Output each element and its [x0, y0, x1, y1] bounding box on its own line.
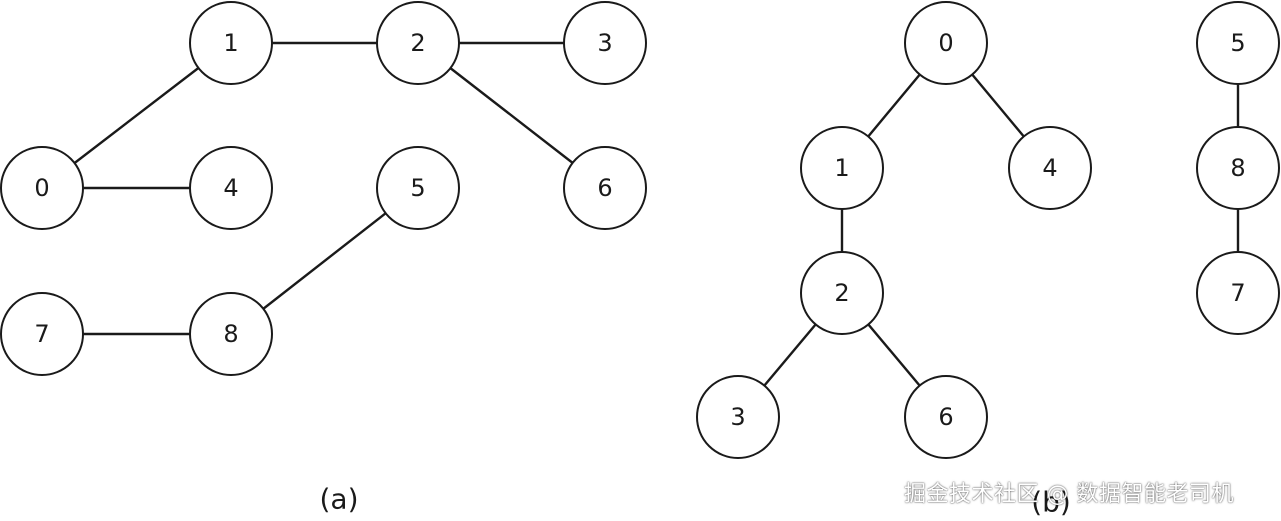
node-a7: 7 [0, 292, 84, 376]
node-b3: 3 [696, 375, 780, 459]
node-a4: 4 [189, 146, 273, 230]
node-label-a5: 5 [410, 174, 425, 202]
node-a6: 6 [563, 146, 647, 230]
caption-a: (a) [319, 483, 358, 516]
node-circle-b1 [800, 126, 884, 210]
watermark-text: 掘金技术社区 @ 数据智能老司机 [904, 482, 1234, 507]
node-circle-b4 [1008, 126, 1092, 210]
node-a0: 0 [0, 146, 84, 230]
node-circle-a0 [0, 146, 84, 230]
node-b1: 1 [800, 126, 884, 210]
node-b7: 7 [1196, 251, 1280, 335]
node-label-b8: 8 [1230, 154, 1245, 182]
node-circle-b5 [1196, 1, 1280, 85]
node-circle-b8 [1196, 126, 1280, 210]
node-circle-a7 [0, 292, 84, 376]
node-circle-a6 [563, 146, 647, 230]
node-label-a3: 3 [597, 29, 612, 57]
node-circle-a3 [563, 1, 647, 85]
node-a5: 5 [376, 146, 460, 230]
node-label-b2: 2 [834, 279, 849, 307]
node-circle-b6 [904, 375, 988, 459]
node-a1: 1 [189, 1, 273, 85]
node-label-b7: 7 [1230, 279, 1245, 307]
node-label-a6: 6 [597, 174, 612, 202]
node-label-b3: 3 [730, 403, 745, 431]
node-a8: 8 [189, 292, 273, 376]
node-b0: 0 [904, 1, 988, 85]
node-label-a4: 4 [223, 174, 238, 202]
node-circle-b2 [800, 251, 884, 335]
node-circle-a5 [376, 146, 460, 230]
node-label-b5: 5 [1230, 29, 1245, 57]
node-b6: 6 [904, 375, 988, 459]
node-label-a7: 7 [34, 320, 49, 348]
node-label-a2: 2 [410, 29, 425, 57]
node-circle-b3 [696, 375, 780, 459]
nodes-layer: 0 1 2 3 4 5 6 7 8 0 1 4 2 3 6 5 8 7 [0, 1, 1280, 459]
node-label-a8: 8 [223, 320, 238, 348]
node-a3: 3 [563, 1, 647, 85]
node-circle-a1 [189, 1, 273, 85]
node-circle-a8 [189, 292, 273, 376]
node-circle-a2 [376, 1, 460, 85]
node-circle-b7 [1196, 251, 1280, 335]
node-label-b4: 4 [1042, 154, 1057, 182]
node-circle-b0 [904, 1, 988, 85]
node-circle-a4 [189, 146, 273, 230]
node-label-b1: 1 [834, 154, 849, 182]
node-label-b0: 0 [938, 29, 953, 57]
node-label-a1: 1 [223, 29, 238, 57]
node-b4: 4 [1008, 126, 1092, 210]
node-b5: 5 [1196, 1, 1280, 85]
node-label-a0: 0 [34, 174, 49, 202]
node-a2: 2 [376, 1, 460, 85]
node-b8: 8 [1196, 126, 1280, 210]
caption-b: (b) [1031, 486, 1071, 519]
node-b2: 2 [800, 251, 884, 335]
node-label-b6: 6 [938, 403, 953, 431]
